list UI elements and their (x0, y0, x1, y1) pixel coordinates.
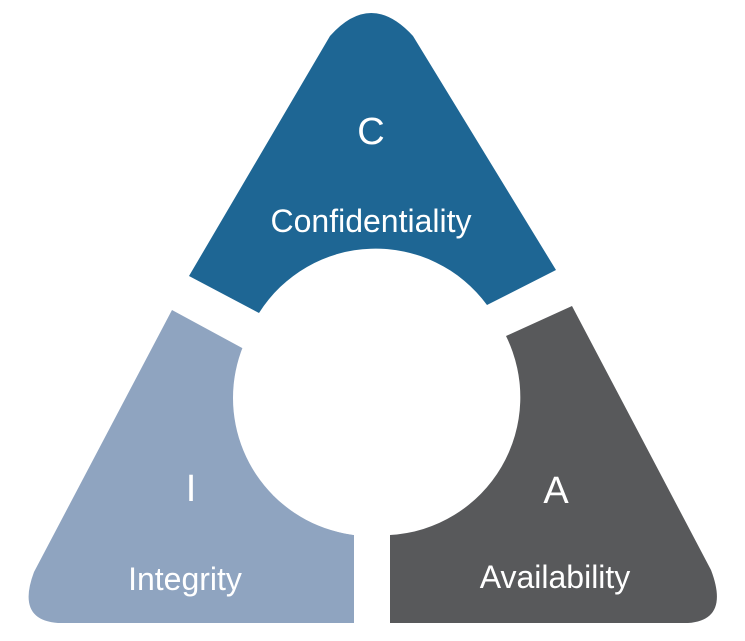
segment-confidentiality-label: Confidentiality (271, 203, 472, 239)
segment-integrity-letter: I (186, 468, 197, 510)
center-stem (355, 520, 389, 630)
segment-integrity-shape (28, 310, 354, 623)
segment-availability: A Availability (390, 306, 717, 623)
segment-integrity: I Integrity (28, 310, 354, 623)
segment-availability-shape (390, 306, 717, 623)
center-circle (233, 260, 509, 536)
segment-confidentiality-shape (189, 13, 556, 313)
segment-integrity-label: Integrity (128, 561, 242, 597)
segment-availability-label: Availability (480, 559, 631, 595)
segment-confidentiality: C Confidentiality (189, 13, 556, 313)
segment-confidentiality-letter: C (357, 111, 384, 153)
segment-availability-letter: A (543, 470, 569, 512)
